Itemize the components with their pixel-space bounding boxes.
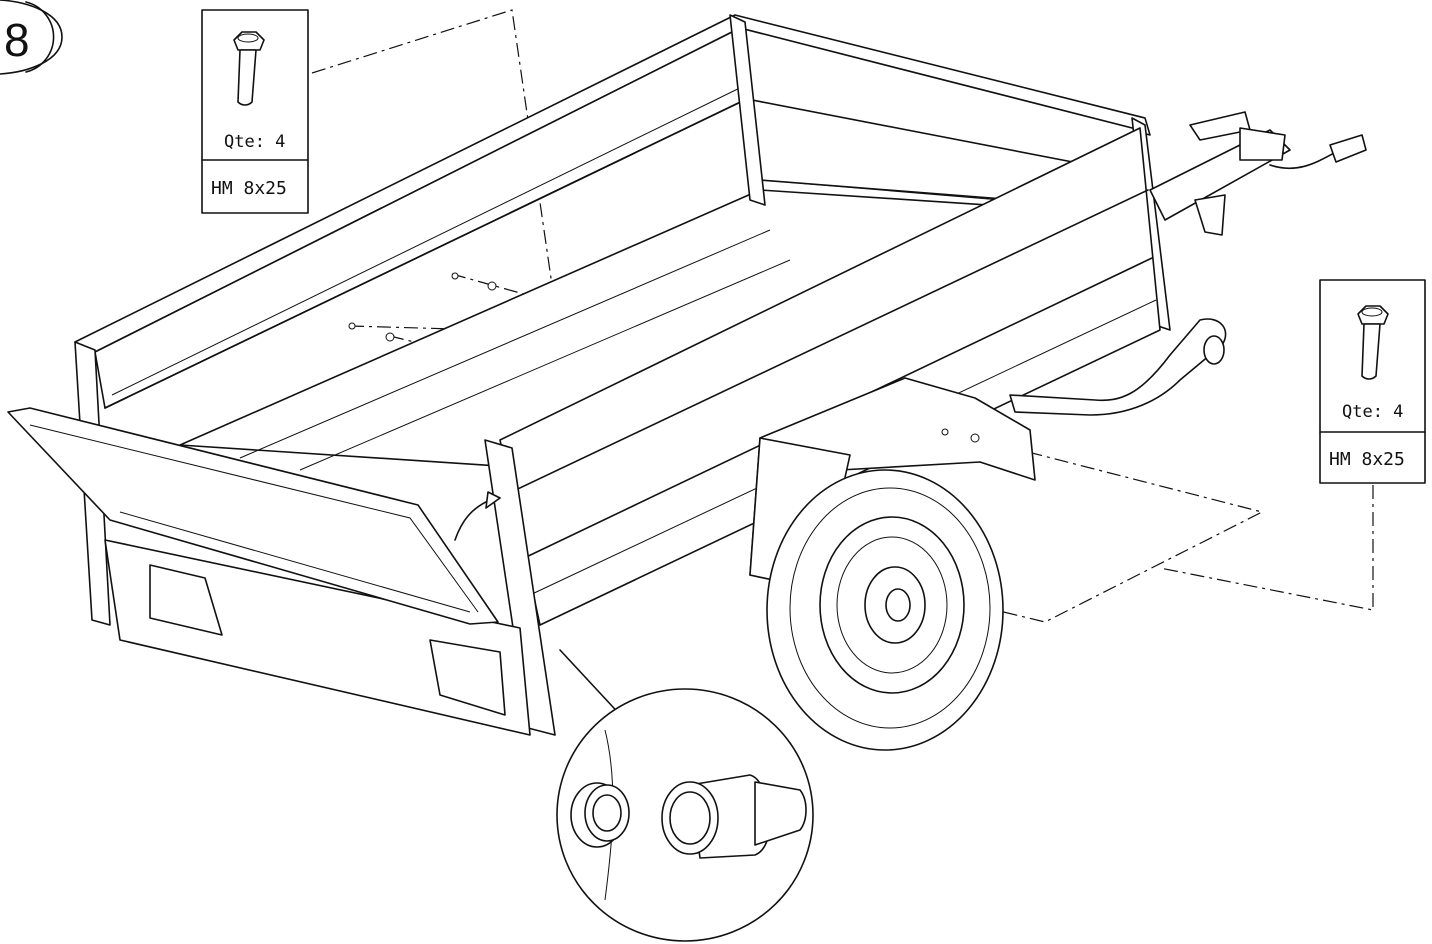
wheel (766, 469, 1004, 751)
step-badge: 8 (0, 0, 63, 75)
hex-flange-bolt-icon (1357, 305, 1389, 380)
qty-label: Qte: 4 (1342, 402, 1403, 422)
electrical-plug-socket-detail (556, 649, 814, 942)
qty-label: Qte: 4 (224, 132, 285, 152)
part-code: HM 8x25 (1329, 449, 1405, 470)
utility-trailer-drawing (7, 14, 1367, 751)
socket (570, 782, 630, 848)
part-code: HM 8x25 (211, 178, 287, 199)
part-box-left: Qte: 4 HM 8x25 (201, 9, 309, 214)
fastener-points (348, 272, 980, 443)
part-box-right: Qte: 4 HM 8x25 (1319, 279, 1426, 484)
hex-flange-bolt-icon (233, 31, 265, 106)
plug (661, 774, 807, 859)
rotate-arrow-icon (454, 491, 501, 541)
step-number: 8 (4, 14, 30, 66)
